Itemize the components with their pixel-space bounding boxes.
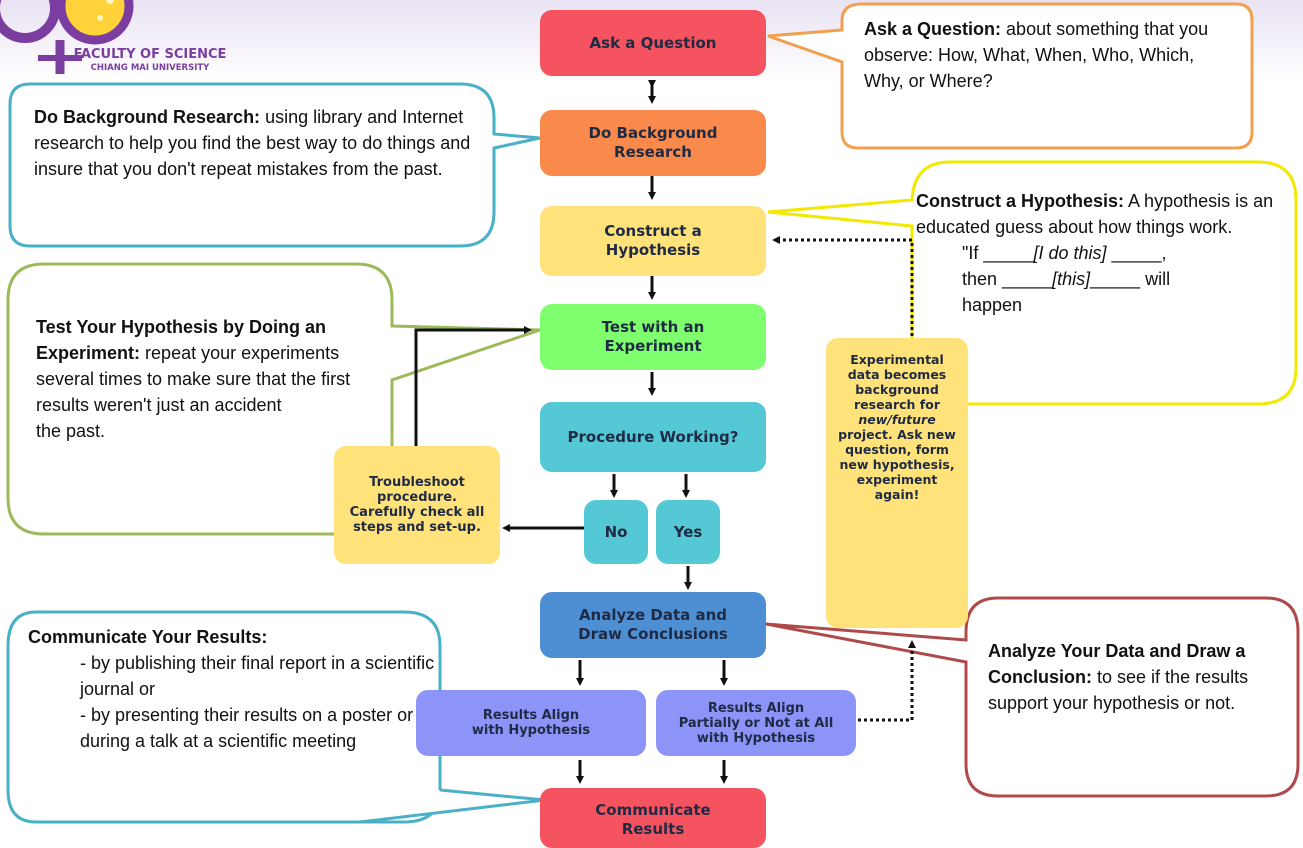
callout-background-title: Do Background Research: xyxy=(34,107,261,127)
callout-analyze-body: to see if the results support your hypot… xyxy=(988,667,1249,713)
node-experimental-data[interactable]: Experimental data becomes background res… xyxy=(826,338,968,628)
callout-ask-title: Ask a Question: xyxy=(864,19,1002,39)
node-results-align[interactable]: Results Align with Hypothesis xyxy=(416,690,646,756)
callout-background-text: Do Background Research: using library an… xyxy=(34,104,480,182)
callout-test-text: Test Your Hypothesis by Doing an Experim… xyxy=(36,314,388,444)
callout-background-body: using library and Internet research to h… xyxy=(34,107,471,179)
node-results-partial[interactable]: Results Align Partially or Not at All wi… xyxy=(656,690,856,756)
node-results-partial-line3: with Hypothesis xyxy=(696,730,816,746)
logo-line2: CHIANG MAI UNIVERSITY xyxy=(91,63,210,73)
callout-test-extra: the past. xyxy=(36,421,106,441)
experimental-data-end: project. Ask new question, form new hypo… xyxy=(838,427,956,502)
node-analyze-data[interactable]: Analyze Data and Draw Conclusions xyxy=(540,592,766,658)
node-results-partial-line2: Partially or Not at All xyxy=(678,715,834,731)
callout-hypothesis-then: then _____[this]_____ will xyxy=(962,269,1171,289)
node-troubleshoot[interactable]: Troubleshoot procedure. Carefully check … xyxy=(334,446,500,564)
node-test-experiment[interactable]: Test with an Experiment xyxy=(540,304,766,370)
callout-hypothesis-title: Construct a Hypothesis: xyxy=(916,191,1125,211)
node-communicate-results[interactable]: Communicate Results xyxy=(540,788,766,848)
faculty-logo: FACULTY OF SCIENCE CHIANG MAI UNIVERSITY xyxy=(0,0,227,74)
callout-communicate-item2: - by presenting their results on a poste… xyxy=(80,705,414,751)
callout-ask-text: Ask a Question: about something that you… xyxy=(864,16,1234,94)
callout-hypothesis-happen: happen xyxy=(962,295,1023,315)
node-construct-hypothesis[interactable]: Construct a Hypothesis xyxy=(540,206,766,276)
callout-communicate-title: Communicate Your Results: xyxy=(28,627,268,647)
callout-communicate-text: Communicate Your Results: - by publishin… xyxy=(28,624,438,754)
callout-hypothesis-body: A hypothesis is an educated guess about … xyxy=(916,191,1274,237)
node-procedure-working[interactable]: Procedure Working? xyxy=(540,402,766,472)
callout-analyze-text: Analyze Your Data and Draw a Conclusion:… xyxy=(988,638,1284,716)
callout-ask-body: about something that you observe: How, W… xyxy=(864,19,1209,91)
callout-communicate-item1: - by publishing their final report in a … xyxy=(80,653,435,699)
node-no[interactable]: No xyxy=(584,500,648,564)
experimental-data-em: new/future xyxy=(858,412,936,427)
callout-background-shape xyxy=(8,82,541,248)
experimental-data-text: Experimental data becomes background res… xyxy=(847,352,947,412)
node-yes[interactable]: Yes xyxy=(656,500,720,564)
callout-analyze-shape xyxy=(765,596,1300,798)
callout-ask-shape xyxy=(767,2,1254,150)
callout-hypothesis-if: "If _____[I do this] _____, xyxy=(962,243,1167,263)
logo-line1: FACULTY OF SCIENCE xyxy=(74,47,227,62)
node-results-partial-line1: Results Align xyxy=(707,700,805,716)
callout-communicate-shape xyxy=(6,610,442,824)
callout-test-title: Test Your Hypothesis by Doing an Experim… xyxy=(36,317,327,363)
node-ask-question[interactable]: Ask a Question xyxy=(540,10,766,76)
node-background-research[interactable]: Do Background Research xyxy=(540,110,766,176)
callout-analyze-title: Analyze Your Data and Draw a Conclusion: xyxy=(988,641,1246,687)
callout-hypothesis-text: Construct a Hypothesis: A hypothesis is … xyxy=(916,188,1280,318)
callout-test-body: repeat your experiments several times to… xyxy=(36,343,351,415)
